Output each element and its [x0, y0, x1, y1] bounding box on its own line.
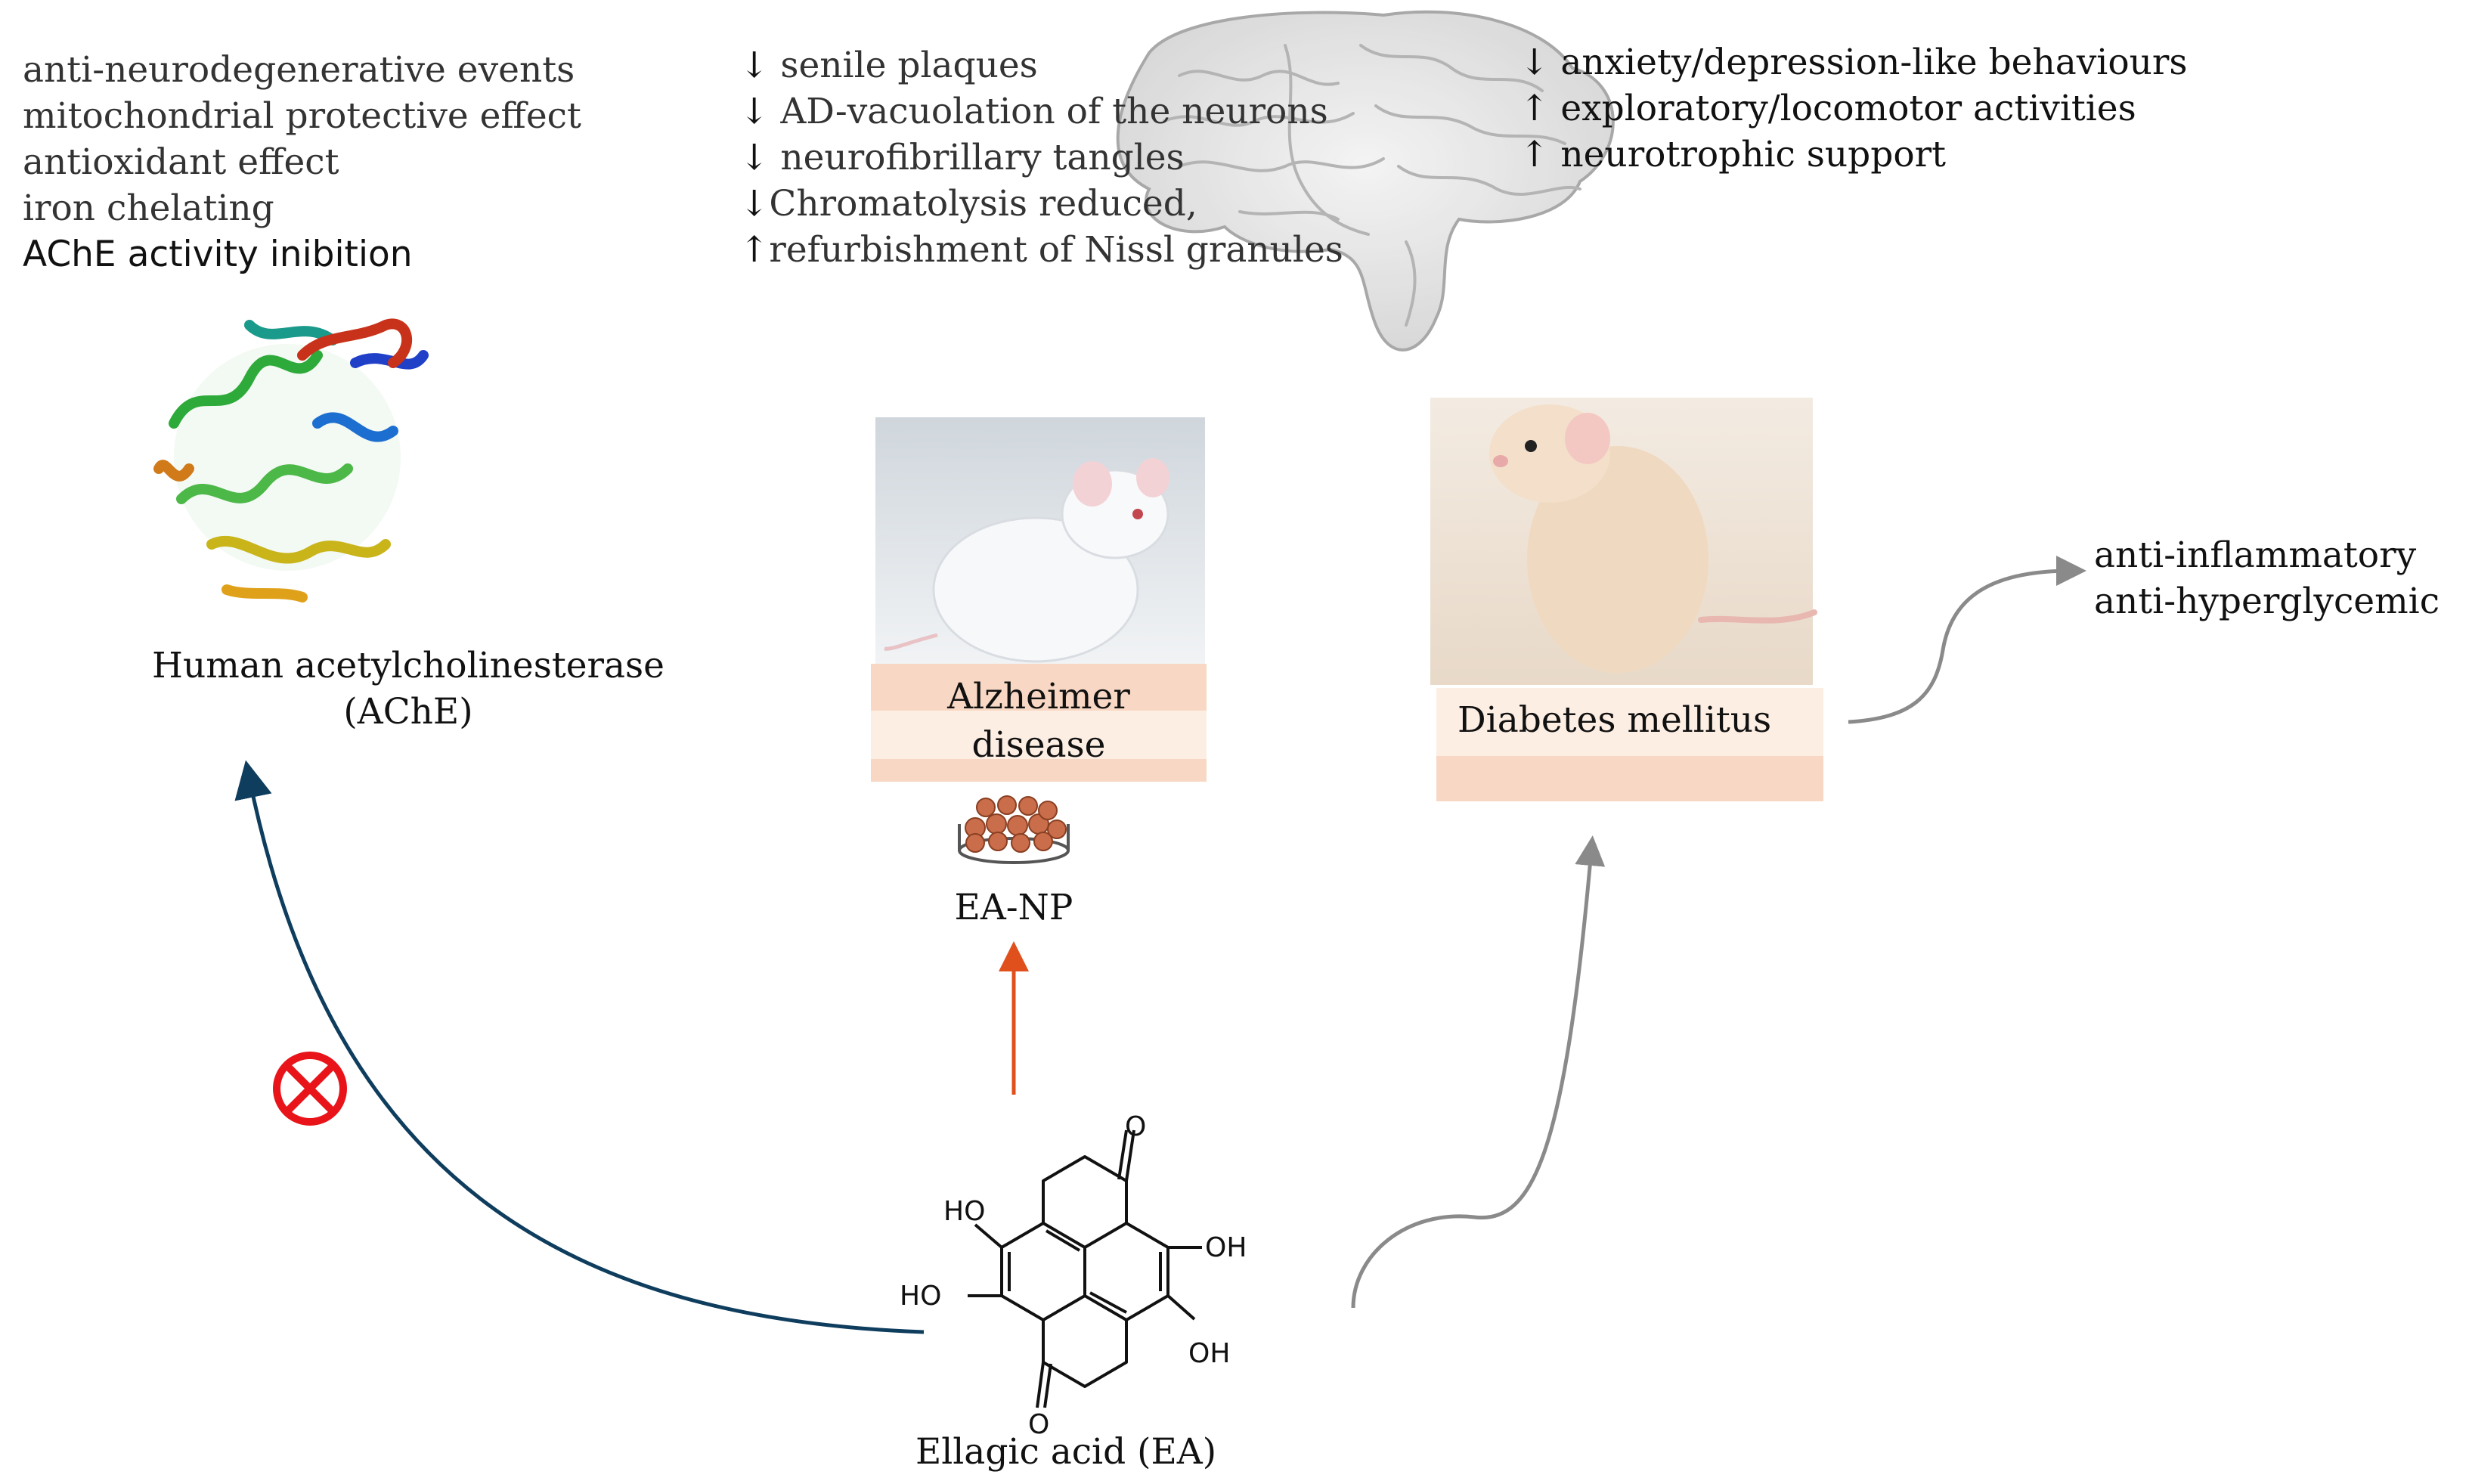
down-arrow-icon: ↓ [739, 45, 770, 86]
effect-item: AChE activity inibition [23, 234, 413, 275]
brain-effect-item: ↓ anxiety/depression-like behaviours [1520, 42, 2188, 83]
alzheimer-label-band-top [871, 664, 1207, 711]
brain-effect-item: ↓Chromatolysis reduced, [739, 183, 1197, 225]
o-top-label: O [1125, 1111, 1147, 1142]
brain-effect-item: ↑refurbishment of Nissl granules [739, 229, 1343, 271]
brain-effect-item: ↓ AD-vacuolation of the neurons [739, 91, 1328, 132]
effect-item: anti-neurodegenerative events [23, 49, 575, 91]
up-arrow-icon: ↑ [1520, 88, 1550, 129]
down-arrow-icon: ↓ [739, 183, 770, 225]
brain-effect-item: ↓ neurofibrillary tangles [739, 137, 1185, 178]
brain-effect-item: ↓ senile plaques [739, 45, 1038, 86]
down-arrow-icon: ↓ [739, 137, 770, 178]
brain-effect-item: ↑ neurotrophic support [1520, 134, 1946, 175]
effect-item: iron chelating [23, 187, 274, 229]
down-arrow-icon: ↓ [739, 91, 770, 132]
brain-effect-item: ↑ exploratory/locomotor activities [1520, 88, 2136, 129]
alzheimer-label-line1: Alzheimer [947, 676, 1130, 717]
mouse-image [875, 417, 1205, 664]
rat-image [1430, 398, 1817, 685]
top-left-effects-list: anti-neurodegenerative events mitochondr… [23, 47, 581, 277]
alzheimer-label-line2: disease [971, 724, 1106, 766]
ea-to-diabetes-arrow [1351, 835, 1606, 1309]
oh-bottom-label: OH [1188, 1338, 1231, 1369]
diabetes-effects-list: anti-inflammatory anti-hyperglycemic [2094, 532, 2440, 624]
inhibition-icon [273, 1052, 347, 1126]
diabetes-label: Diabetes mellitus [1458, 699, 1772, 741]
alzheimer-label-band-mid [871, 711, 1207, 759]
alzheimer-label: Alzheimer disease [871, 673, 1207, 770]
oh-right-label: OH [1205, 1232, 1247, 1263]
diabetes-effect-item: anti-inflammatory [2094, 534, 2417, 576]
effect-item: antioxidant effect [23, 141, 339, 183]
up-arrow-icon: ↑ [739, 229, 770, 271]
diabetes-effect-item: anti-hyperglycemic [2094, 581, 2440, 622]
ea-np-dish-icon [958, 795, 1070, 864]
brain-illustration [1116, 10, 1615, 352]
diabetes-label-band-top [1436, 688, 1823, 756]
diabetes-to-effects-arrow [1848, 556, 2086, 724]
alzheimer-label-band-bottom [871, 759, 1207, 782]
up-arrow-icon: ↑ [1520, 134, 1550, 175]
brain-center-effects-list: ↓ senile plaques ↓ AD-vacuolation of the… [739, 42, 1343, 273]
brain-right-effects-list: ↓ anxiety/depression-like behaviours ↑ e… [1520, 39, 2187, 178]
o-bottom-label: O [1028, 1409, 1050, 1440]
ellagic-acid-label: Ellagic acid (EA) [915, 1431, 1217, 1473]
ea-to-ache-arrow [234, 760, 925, 1334]
ellagic-acid-structure [968, 1129, 1202, 1408]
ea-np-label: EA-NP [954, 887, 1073, 928]
ho-mid-left-label: HO [900, 1281, 942, 1312]
ache-protein-illustration [153, 318, 429, 603]
ho-top-left-label: HO [943, 1196, 986, 1227]
ache-label-line1: Human acetylcholinesterase [152, 645, 664, 686]
diabetes-label-band-bottom [1436, 756, 1823, 801]
ache-label-line2: (AChE) [343, 691, 473, 733]
ache-label: Human acetylcholinesterase (AChE) [151, 643, 665, 735]
effect-item: mitochondrial protective effect [23, 95, 581, 137]
down-arrow-icon: ↓ [1520, 42, 1550, 83]
